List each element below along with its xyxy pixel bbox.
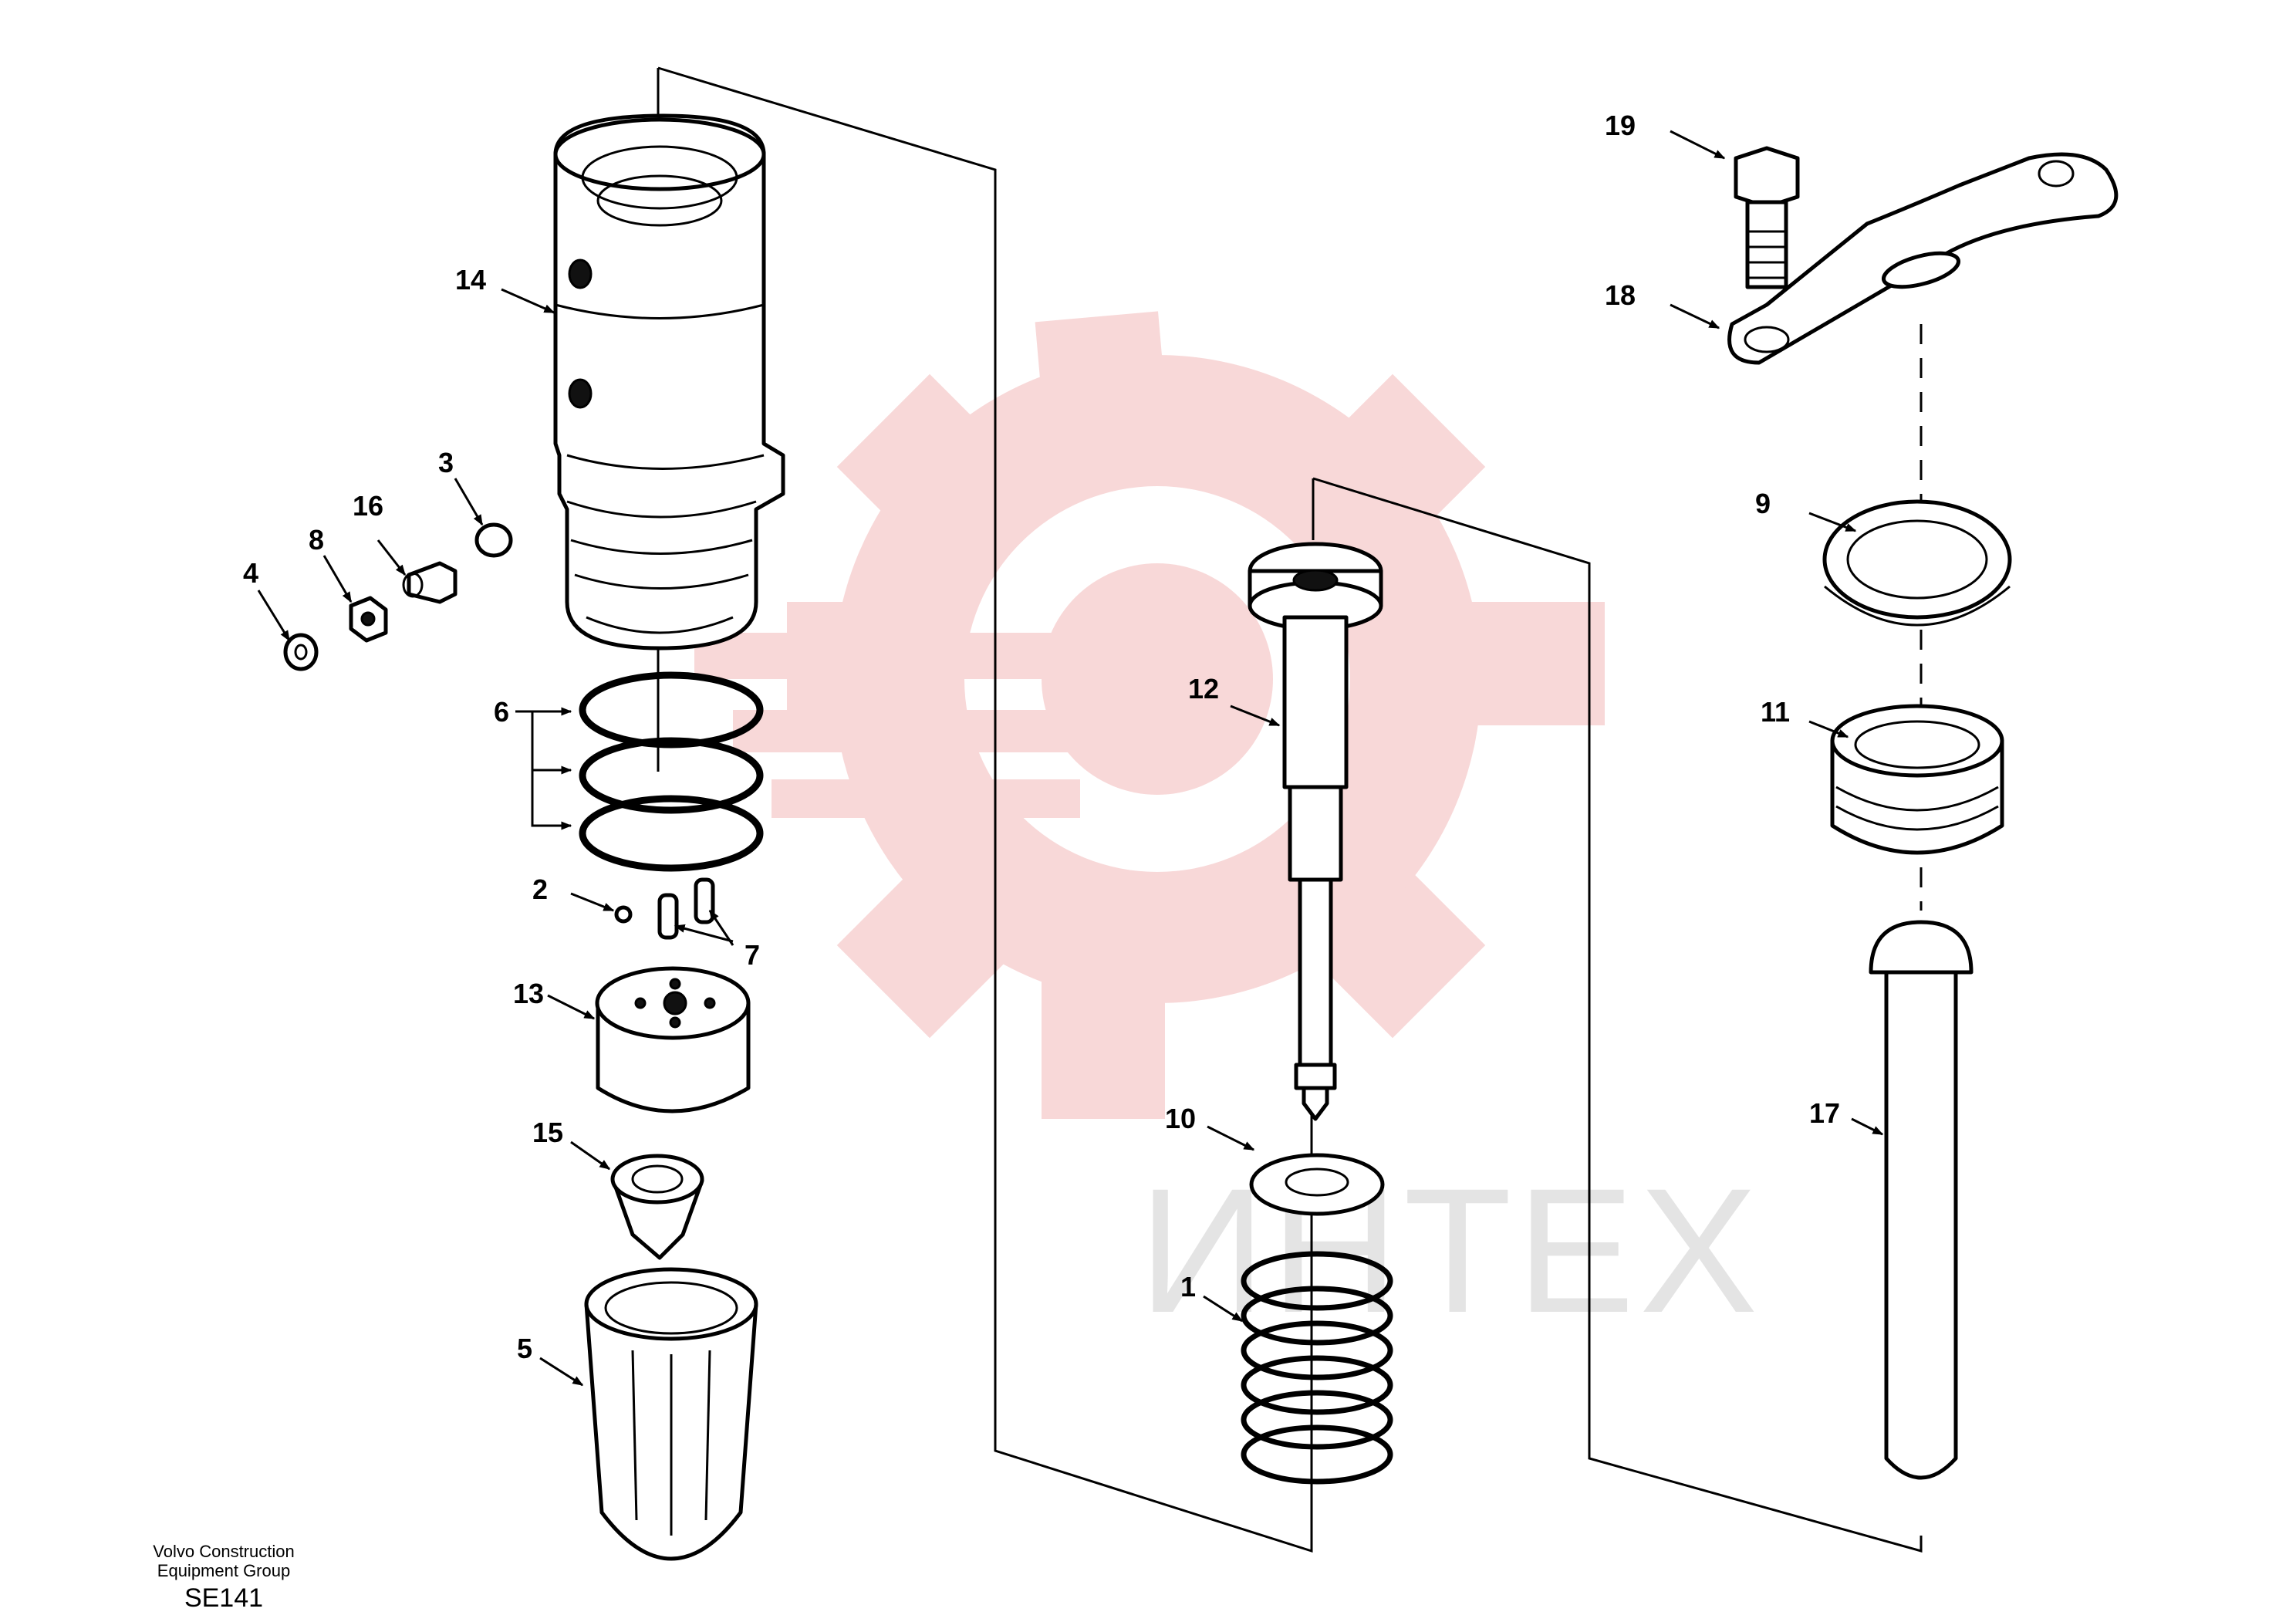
label-part-14: 14 <box>455 264 486 296</box>
label-part-18: 18 <box>1605 279 1636 311</box>
label-part-11: 11 <box>1761 696 1790 728</box>
footer-caption: Volvo Construction Equipment Group SE141 <box>153 1542 294 1613</box>
part-bolt <box>1734 146 1800 289</box>
part-sleeve-tube <box>1869 920 1974 1480</box>
label-part-8: 8 <box>309 524 324 556</box>
label-part-12: 12 <box>1188 673 1219 705</box>
part-washer-large <box>1249 1153 1385 1216</box>
label-part-7: 7 <box>745 939 760 971</box>
part-spacer <box>595 966 751 1113</box>
label-part-19: 19 <box>1605 110 1636 141</box>
label-part-5: 5 <box>517 1333 532 1364</box>
part-nozzle-nut <box>584 1267 758 1561</box>
label-part-16: 16 <box>353 490 383 522</box>
label-part-13: 13 <box>513 978 544 1009</box>
label-part-17: 17 <box>1809 1097 1840 1129</box>
part-nozzle <box>610 1154 704 1260</box>
label-part-10: 10 <box>1165 1103 1196 1134</box>
label-part-1: 1 <box>1180 1271 1196 1303</box>
watermark-text: ИНТЕХ <box>1139 1151 1763 1350</box>
watermark-gear-logo <box>694 311 1605 1119</box>
part-dowel-pins <box>657 877 715 940</box>
part-spring <box>1241 1251 1393 1485</box>
footer-drawing-code: SE141 <box>184 1583 263 1613</box>
part-plug <box>402 561 458 604</box>
label-part-6: 6 <box>494 696 509 728</box>
part-ball <box>614 905 633 924</box>
part-lock-ring <box>1822 499 2012 627</box>
label-part-9: 9 <box>1755 488 1771 519</box>
part-o-rings <box>579 671 764 872</box>
footer-company-line2: Equipment Group <box>157 1561 290 1580</box>
label-part-4: 4 <box>243 557 258 589</box>
part-number-labels: 19 18 14 3 16 8 4 9 12 11 6 2 7 13 15 10… <box>243 110 1840 1364</box>
footer-company-line1: Volvo Construction <box>153 1542 294 1561</box>
part-adapter <box>1830 704 2004 855</box>
part-clamp <box>1727 152 2119 365</box>
label-part-2: 2 <box>532 874 548 905</box>
part-washer-small <box>283 633 319 671</box>
label-part-15: 15 <box>532 1117 563 1148</box>
part-hex-nut <box>349 596 388 643</box>
leader-lines <box>257 130 1884 1387</box>
part-spindle <box>1248 542 1383 1121</box>
label-part-3: 3 <box>438 447 454 478</box>
part-o-ring-small <box>474 522 513 558</box>
part-injector-holder-body <box>553 113 785 650</box>
